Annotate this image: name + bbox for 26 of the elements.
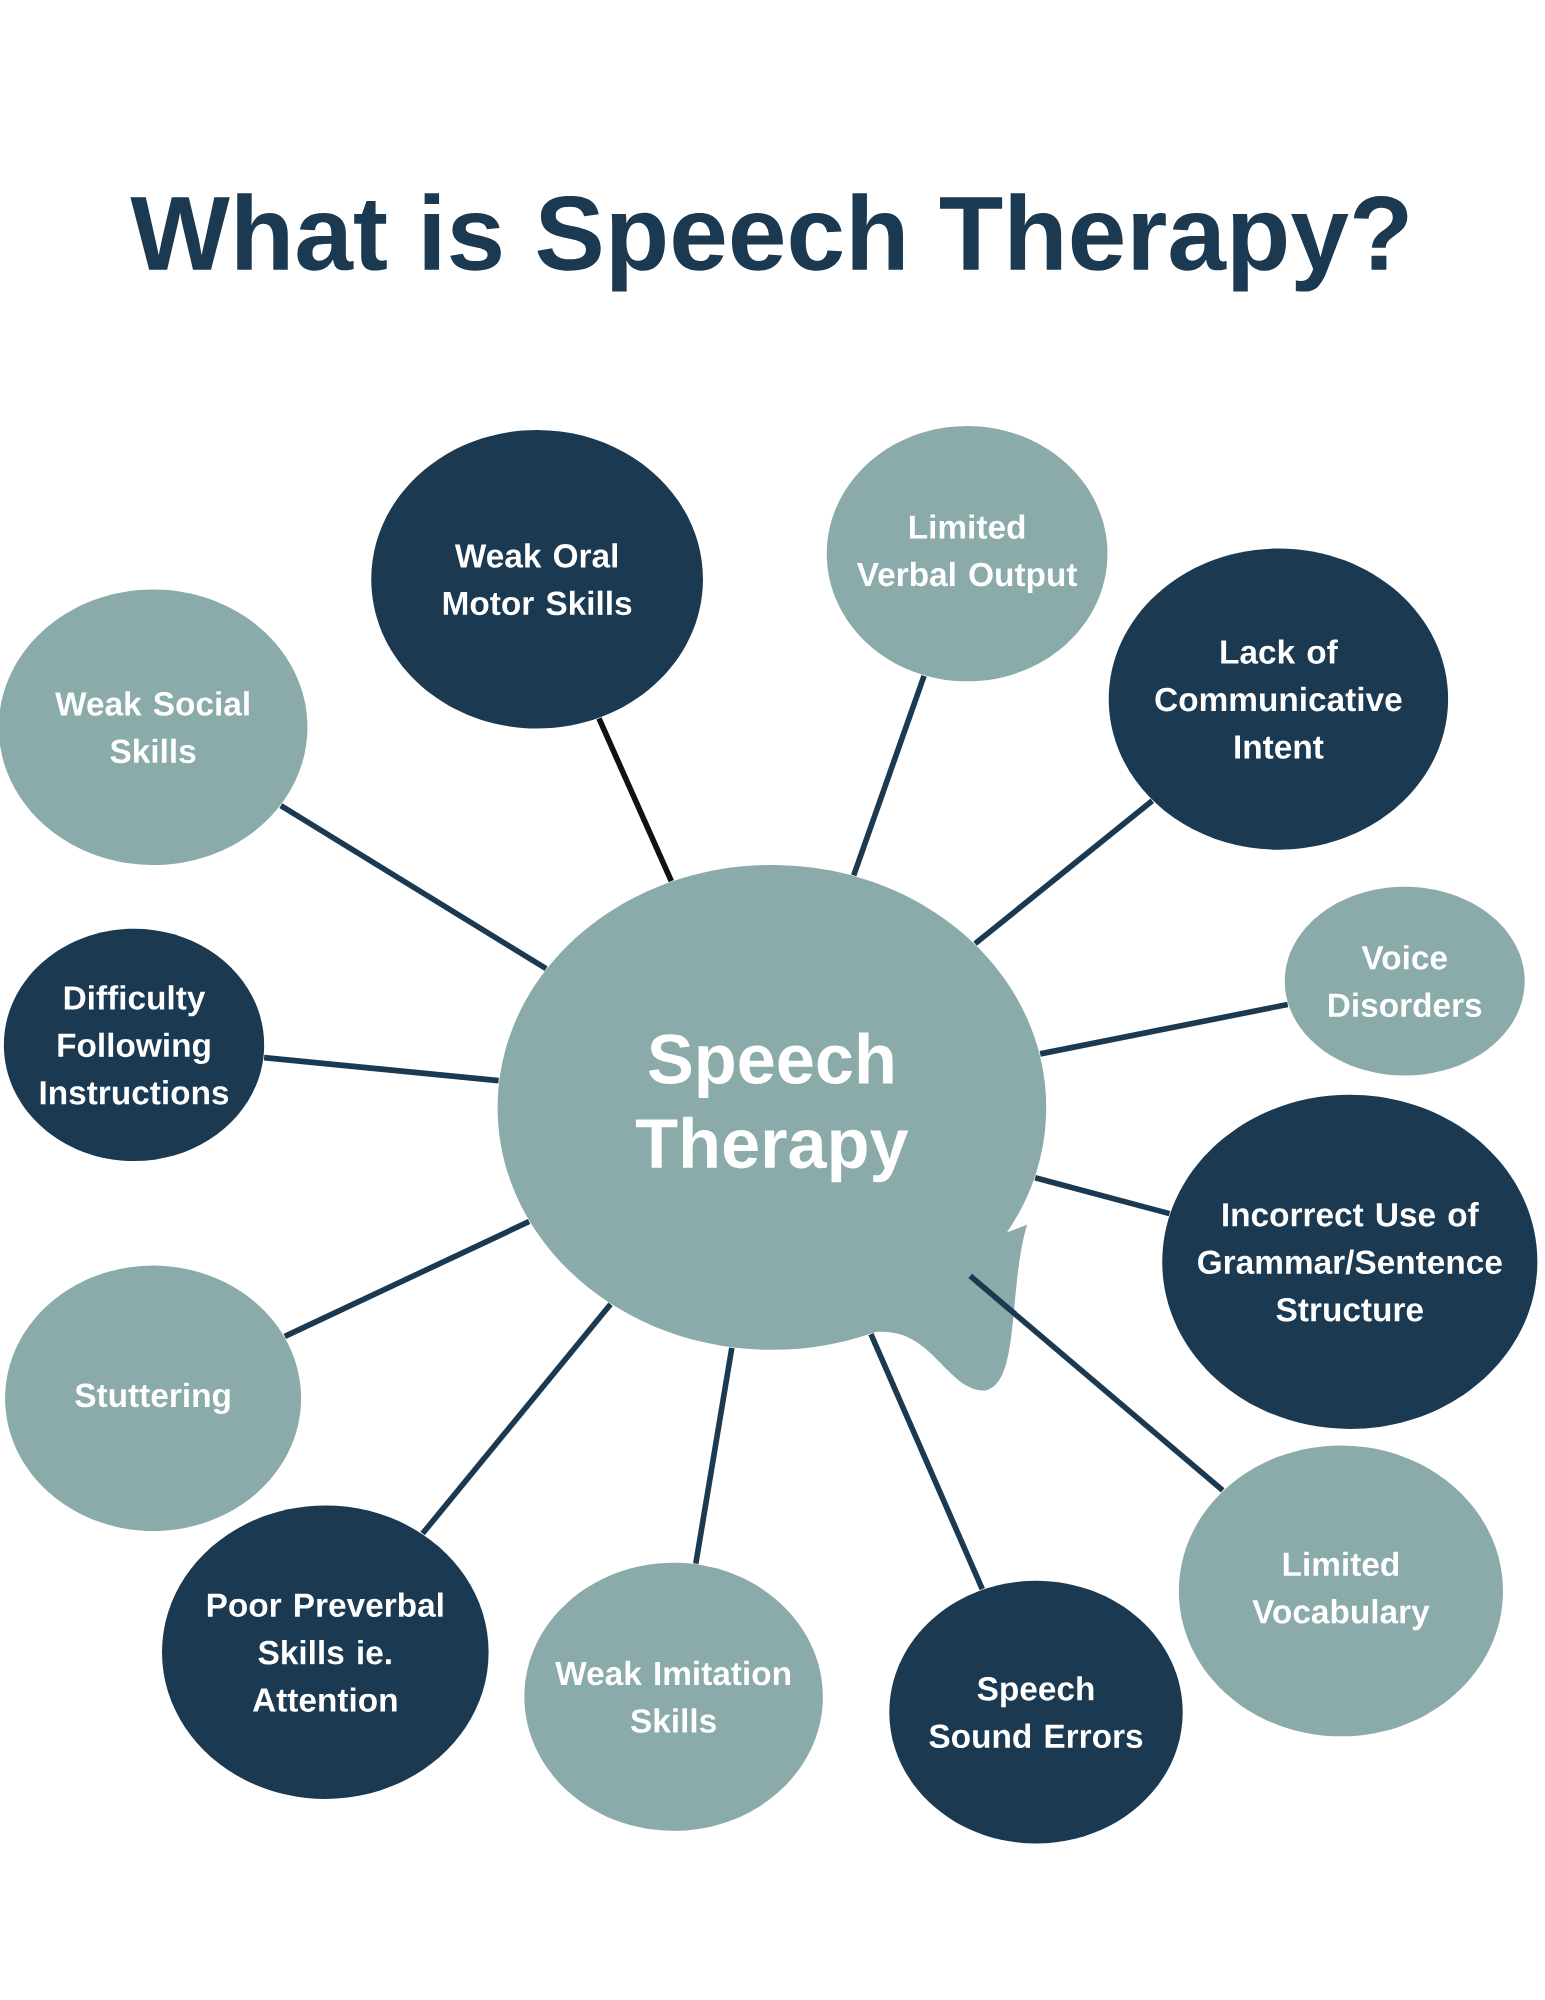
topic-bubble: Limited Vocabulary [1178,1445,1503,1737]
speech-bubble: Speech Therapy [497,865,1047,1391]
topic-bubble: Poor Preverbal Skills ie. Attention [162,1505,489,1799]
topic-bubble: Difficulty Following Instructions [3,928,265,1161]
connector-line [868,1333,985,1591]
connector-line [596,717,674,883]
connector-line [1034,1175,1171,1217]
topic-bubble: Lack of Communicative Intent [1108,548,1449,850]
topic-bubble: Speech Sound Errors [889,1580,1183,1844]
connector-line [420,1302,613,1536]
topic-bubble: Incorrect Use of Grammar/Sentence Structure [1162,1094,1538,1429]
connector-line [693,1347,735,1565]
connector-line [968,1273,1225,1493]
topic-bubble: Weak Oral Motor Skills [371,429,703,729]
connector-line [1039,1001,1289,1057]
connector-line [283,1219,531,1339]
connector-line [279,803,548,972]
title: What is Speech Therapy? [130,193,1408,292]
topic-bubble: Limited Verbal Output [826,426,1108,682]
topic-bubble: Weak Social Skills [0,589,308,865]
connector-line [973,798,1155,946]
connector-line [263,1054,499,1084]
topic-bubble: Weak Imitation Skills [524,1562,823,1831]
connector-line [851,674,927,877]
topic-bubble: Stuttering [5,1265,302,1531]
topic-bubble: Voice Disorders [1284,886,1525,1076]
